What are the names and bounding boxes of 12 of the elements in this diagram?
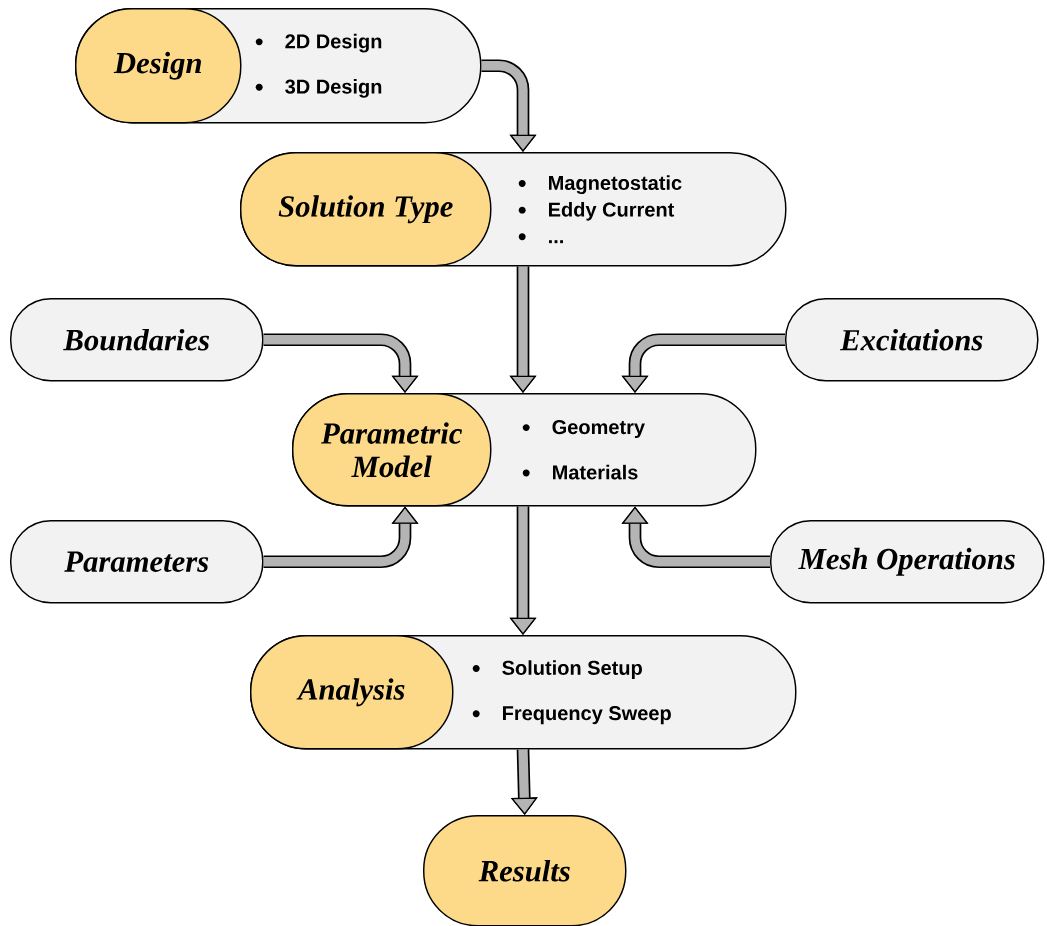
arrow [263, 333, 419, 393]
input-pill: Parameters [10, 520, 264, 604]
input-pill: Boundaries [10, 298, 264, 382]
arrow [481, 59, 537, 152]
stage-pill: Solution Type [240, 152, 492, 267]
input-pill: Excitations [785, 298, 1039, 382]
stage-pill: Analysis [250, 635, 454, 750]
stage-pill: Design [75, 8, 242, 124]
stage-pill: Results [423, 815, 627, 926]
arrow [621, 506, 770, 569]
input-pill: Mesh Operations [770, 520, 1045, 604]
stage-pill: Parametric Model [292, 393, 492, 507]
